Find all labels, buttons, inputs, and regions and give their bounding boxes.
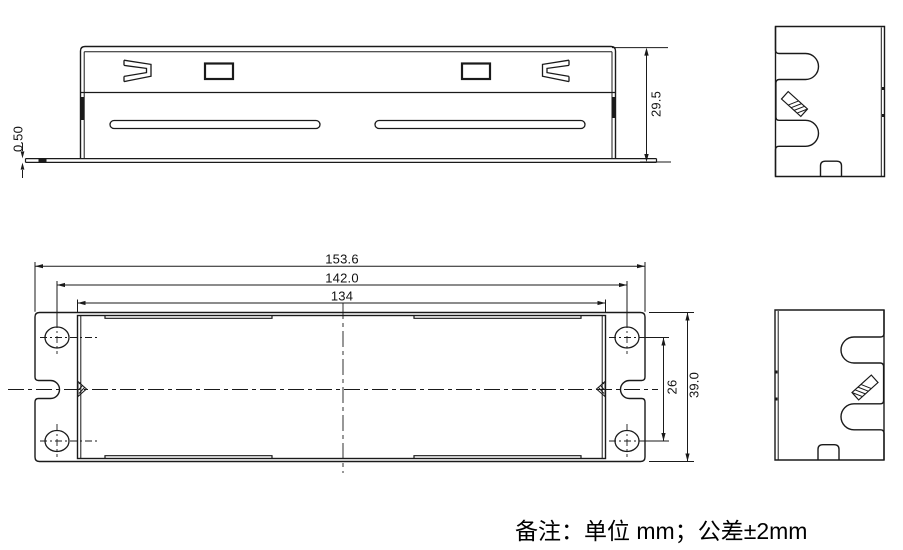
note-text: 备注：单位 mm；公差±2mm <box>515 518 808 544</box>
end-notched-edge <box>774 26 820 177</box>
vent-slot-right <box>374 119 586 130</box>
side-view <box>24 45 658 163</box>
hole-centerlines <box>40 321 646 457</box>
plan-edge-slots <box>104 315 582 459</box>
dim-label-flange-width: 39.0 <box>686 371 702 399</box>
flange-tick <box>38 158 47 163</box>
dim-overall-length-153-6 <box>34 262 646 312</box>
vent-slot-left <box>109 119 321 130</box>
dim-label-flange-thickness: 0.50 <box>10 125 26 153</box>
dim-flange-width-39-0 <box>649 312 694 462</box>
end-outline <box>774 25 886 178</box>
clip-right <box>541 59 570 83</box>
dim-label-overall-length: 153.6 <box>325 251 359 267</box>
dim-height-29-5 <box>612 47 671 163</box>
plan-body <box>76 314 607 460</box>
dim-label-height: 29.5 <box>648 90 664 118</box>
plan-flange-outline <box>34 311 646 463</box>
clip-left <box>123 59 152 83</box>
side-left-tab <box>80 97 85 120</box>
end-view-bottom <box>774 309 885 461</box>
weld-mark-right <box>595 380 606 398</box>
side-right-tab <box>611 97 616 118</box>
dim-label-hole-pitch-width: 26 <box>664 379 680 395</box>
end-view-top <box>774 25 886 178</box>
rect-hole-left <box>203 62 235 81</box>
punched-tab-hatch <box>780 90 809 118</box>
dim-hole-pitch-142-0 <box>56 281 628 326</box>
rect-hole-right <box>460 62 492 81</box>
side-flange <box>24 158 658 163</box>
dim-label-body-length: 134 <box>330 288 354 304</box>
dim-label-hole-pitch: 142.0 <box>325 270 359 286</box>
plan-view <box>8 303 658 473</box>
dim-hole-pitch-26 <box>640 337 669 442</box>
plan-body-inner-lines <box>80 315 603 459</box>
side-body-outline <box>79 45 617 159</box>
side-body-inner-lines <box>83 51 613 159</box>
end-bottom-notch <box>819 160 843 177</box>
dim-flange-0-50 <box>20 143 25 178</box>
dim-body-length-134 <box>77 299 606 312</box>
weld-mark-left <box>77 380 88 398</box>
